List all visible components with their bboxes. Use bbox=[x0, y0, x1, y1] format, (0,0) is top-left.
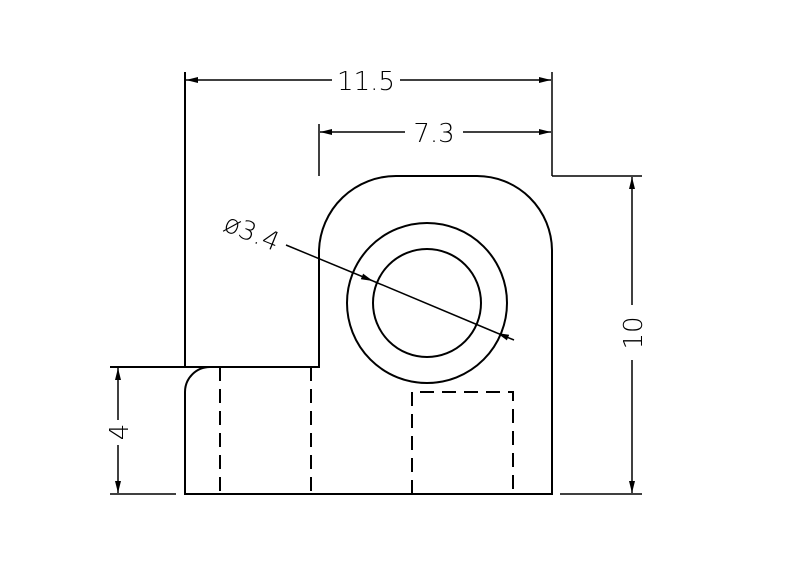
hidden-slot bbox=[411, 391, 514, 494]
diameter-leader bbox=[372, 280, 498, 334]
dim-height: 10 bbox=[619, 316, 649, 349]
diameter-leader bbox=[496, 332, 515, 341]
counterbore-circle bbox=[346, 222, 508, 384]
part-outline bbox=[184, 175, 553, 495]
dim-hole-diameter: ø3.4 bbox=[219, 209, 283, 258]
hole-circle bbox=[372, 248, 482, 358]
diameter-leader bbox=[285, 244, 374, 282]
dim-step-height: 4 bbox=[105, 424, 135, 441]
dim-upper-width: 7.3 bbox=[413, 119, 454, 149]
dim-overall-width: 11.5 bbox=[337, 67, 395, 97]
